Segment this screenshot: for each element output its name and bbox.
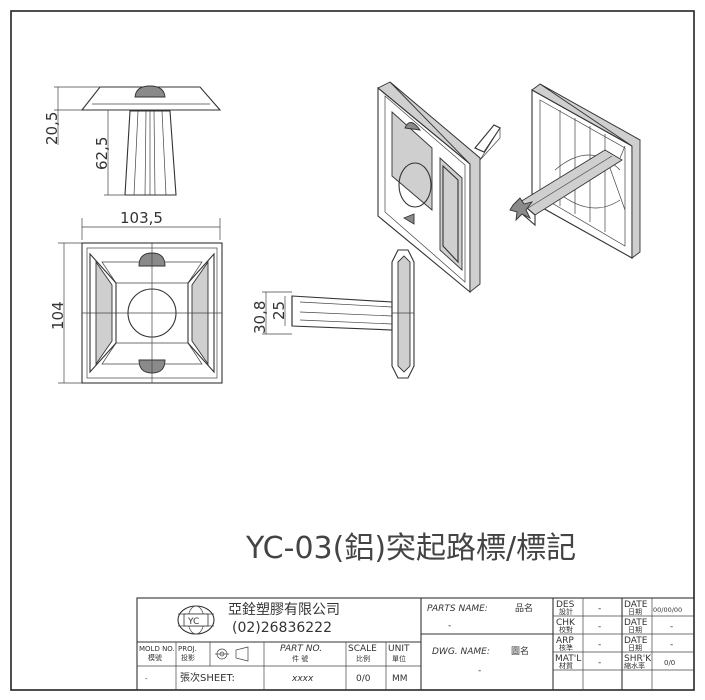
part-no-label: PART NO.	[280, 644, 322, 654]
unit-label: UNIT	[388, 644, 410, 654]
des-value: -	[598, 604, 601, 614]
company-phone: (02)26836222	[232, 620, 332, 636]
dwg-name-cn: 圖名	[511, 645, 529, 657]
side-view	[291, 249, 415, 379]
front-view	[81, 242, 223, 384]
dim-stem-length-label: 62,5	[93, 137, 111, 170]
part-no-cn: 件 號	[292, 654, 308, 663]
arp-label: ARP	[556, 636, 574, 646]
matl-value: -	[598, 658, 601, 668]
drawing-title: YC-03(鋁)突起路標/標記	[245, 531, 576, 566]
part-no-value: xxxx	[291, 674, 314, 684]
date2-value: -	[670, 622, 673, 632]
chk-cn: 校對	[559, 625, 573, 634]
dim-side-stem-label: 25	[270, 301, 288, 320]
parts-name-cn: 品名	[515, 602, 533, 614]
title-block: YC 亞銓塑膠有限公司 (02)26836222 PARTS NAME: 品名 …	[136, 597, 695, 691]
chk-label: CHK	[556, 618, 576, 628]
top-view	[80, 85, 222, 196]
date3-cn: 日期	[628, 644, 642, 652]
scale-cn: 比例	[356, 654, 370, 663]
company-name: 亞銓塑膠有限公司	[228, 602, 340, 618]
proj-label: PROJ.	[178, 645, 197, 653]
date3-label: DATE	[624, 636, 648, 646]
unit-cn: 單位	[392, 654, 406, 663]
dim-height-total-label: 20,5	[43, 112, 61, 145]
dim-front-height-label: 104	[49, 301, 67, 330]
isometric-back-view	[509, 83, 641, 259]
mold-no-cn: 模號	[148, 653, 162, 662]
mold-no-value: -	[145, 675, 148, 683]
projection-symbol-icon	[215, 646, 249, 662]
dim-side: 30,8 25	[251, 291, 292, 335]
dim-front-height: 104	[49, 242, 82, 384]
matl-label: MAT'L	[555, 654, 581, 664]
dwg-name-label: DWG. NAME:	[432, 647, 490, 657]
shrk-value: 0/0	[664, 659, 675, 667]
date1-value: 00/00/00	[653, 606, 682, 614]
shrk-label: SHR'K	[624, 654, 652, 664]
arp-value: -	[598, 640, 601, 650]
date2-label: DATE	[624, 618, 648, 628]
parts-name-label: PARTS NAME:	[427, 604, 488, 614]
date1-cn: 日期	[628, 608, 642, 616]
isometric-front-view	[377, 81, 501, 294]
unit-value: MM	[392, 674, 408, 684]
date2-cn: 日期	[628, 626, 642, 634]
dim-side-head-label: 30,8	[251, 301, 269, 334]
parts-name-value: -	[448, 621, 451, 631]
dwg-name-value: -	[478, 666, 481, 676]
mold-no-label: MOLD NO.	[139, 645, 175, 653]
dim-stem-length: 62,5	[93, 110, 125, 196]
scale-label: SCALE	[348, 644, 377, 654]
company-logo: YC	[177, 605, 215, 635]
des-label: DES	[556, 600, 575, 610]
chk-value: -	[598, 622, 601, 632]
dim-height-total: 20,5	[43, 86, 100, 145]
des-cn: 設計	[559, 607, 573, 616]
proj-cn: 投影	[181, 653, 195, 662]
shrk-cn: 縮水率	[624, 661, 645, 670]
dim-width-label: 103,5	[120, 209, 163, 227]
scale-value: 0/0	[356, 674, 371, 684]
dim-width: 103,5	[81, 209, 221, 240]
matl-cn: 材質	[559, 661, 573, 670]
company-logo-text: YC	[187, 617, 199, 627]
sheet-label: 張次SHEET:	[180, 671, 235, 684]
date3-value: -	[670, 640, 673, 650]
arp-cn: 核準	[559, 643, 573, 652]
date1-label: DATE	[624, 600, 648, 610]
